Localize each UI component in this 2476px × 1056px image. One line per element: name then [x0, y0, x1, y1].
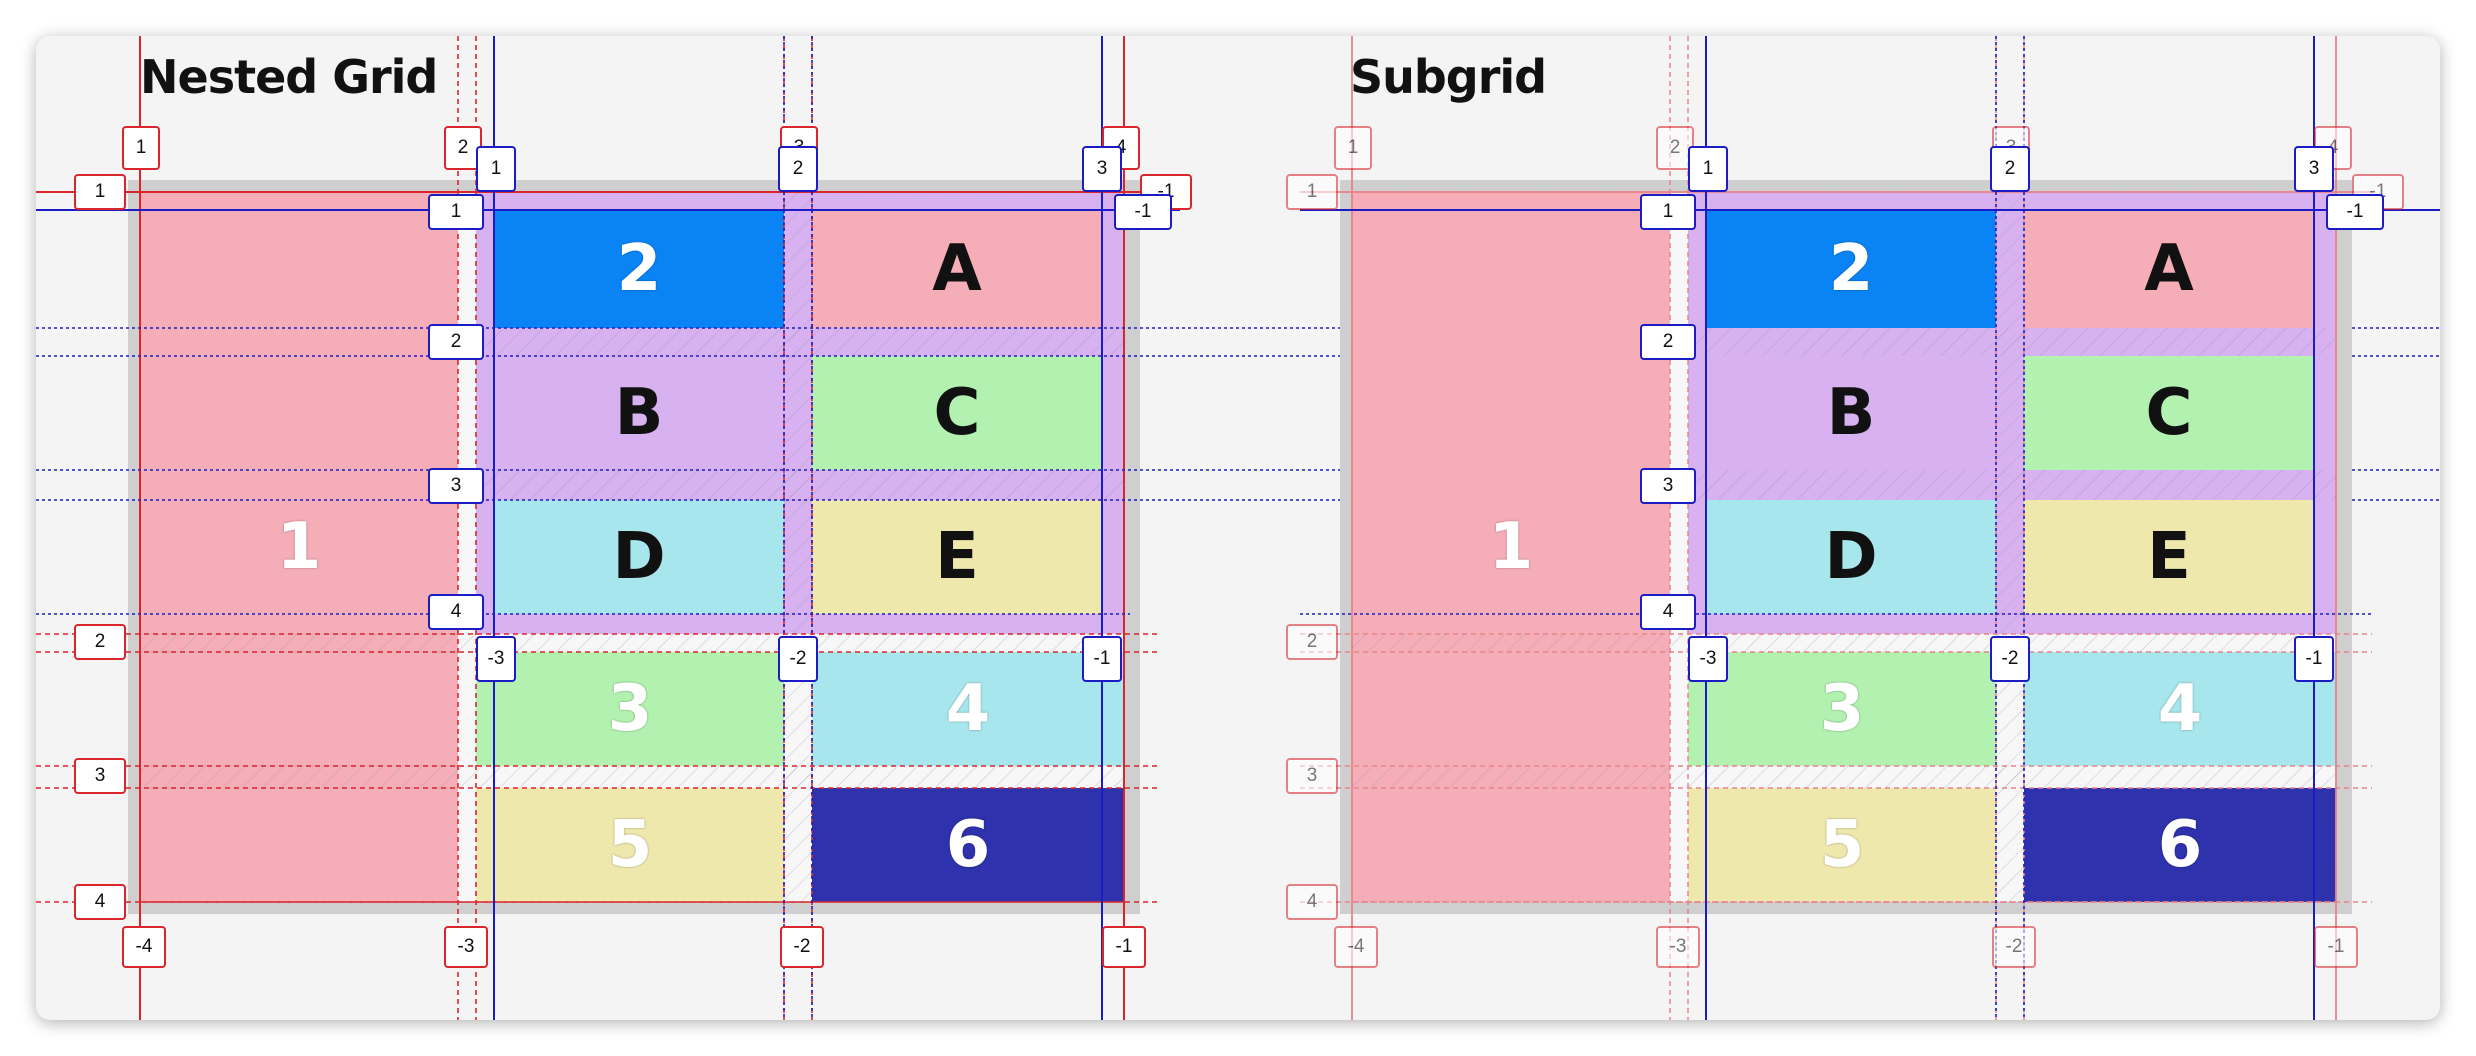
nested-col-line-3: 3	[1082, 146, 1122, 192]
outer-col-line-2: 2	[444, 126, 482, 170]
cell-c: C	[812, 356, 1102, 470]
outer-col-line-neg1: -1	[1102, 926, 1146, 968]
outer-col-line-neg1: -1	[2314, 926, 2358, 968]
subgrid-col-line-2: 2	[1990, 146, 2030, 192]
subgrid-col-line-neg3: -3	[1688, 636, 1728, 682]
cell-a-label: A	[932, 232, 982, 306]
outer-col-line-neg4: -4	[122, 926, 166, 968]
cell-3-label: 3	[1819, 672, 1865, 746]
subgrid-row-line-4: 4	[1640, 594, 1696, 630]
nested-grid-title: Nested Grid	[140, 50, 438, 104]
cell-e: E	[812, 500, 1102, 614]
subgrid-col-line-3: 3	[2294, 146, 2334, 192]
cell-2-label: 2	[1828, 232, 1874, 306]
nested-row-line-2: 2	[428, 324, 484, 360]
outer-col-line-neg3: -3	[1656, 926, 1700, 968]
cell-c: C	[2024, 356, 2314, 470]
cell-3: 3	[1688, 652, 1996, 766]
cell-b: B	[494, 356, 784, 470]
cell-b: B	[1706, 356, 1996, 470]
subgrid-row-line-2: 2	[1640, 324, 1696, 360]
outer-col-line-neg2: -2	[780, 926, 824, 968]
subgrid-col-line-neg2: -2	[1990, 636, 2030, 682]
cell-a-label: A	[2144, 232, 2194, 306]
cell-a: A	[2024, 210, 2314, 328]
cell-5: 5	[476, 788, 784, 902]
subgrid-row-line-3: 3	[1640, 468, 1696, 504]
cell-e-label: E	[935, 520, 979, 594]
cell-c-label: C	[2145, 376, 2193, 450]
cell-4-label: 4	[2157, 672, 2203, 746]
cell-4: 4	[2024, 652, 2336, 766]
nested-col-line-1: 1	[476, 146, 516, 192]
subgrid-title: Subgrid	[1350, 50, 1547, 104]
cell-a: A	[812, 210, 1102, 328]
outer-row-line-1: 1	[1286, 174, 1338, 210]
outer-row-line-4: 4	[74, 884, 126, 920]
cell-b-label: B	[614, 376, 664, 450]
outer-col-line-1: 1	[1334, 126, 1372, 170]
cell-6: 6	[2024, 788, 2336, 902]
subgrid-col-line-neg1: -1	[2294, 636, 2334, 682]
outer-row-line-3: 3	[1286, 758, 1338, 794]
outer-row-line-4: 4	[1286, 884, 1338, 920]
cell-2-label: 2	[616, 232, 662, 306]
cell-3-label: 3	[607, 672, 653, 746]
outer-col-line-neg4: -4	[1334, 926, 1378, 968]
subgrid-col-line-1: 1	[1688, 146, 1728, 192]
subgrid-row-line-neg1: -1	[2326, 194, 2384, 230]
outer-col-line-neg2: -2	[1992, 926, 2036, 968]
cell-e-label: E	[2147, 520, 2191, 594]
cell-4-label: 4	[945, 672, 991, 746]
cell-c-label: C	[933, 376, 981, 450]
nested-row-line-4: 4	[428, 594, 484, 630]
nested-col-line-neg3: -3	[476, 636, 516, 682]
outer-col-line-1: 1	[122, 126, 160, 170]
cell-6: 6	[812, 788, 1124, 902]
outer-row-line-2: 2	[1286, 624, 1338, 660]
nested-row-line-neg1: -1	[1114, 194, 1172, 230]
outer-row-line-1: 1	[74, 174, 126, 210]
cell-e: E	[2024, 500, 2314, 614]
nested-row-line-3: 3	[428, 468, 484, 504]
cell-d-label: D	[612, 520, 666, 594]
cell-4: 4	[812, 652, 1124, 766]
nested-col-line-2: 2	[778, 146, 818, 192]
cell-6-label: 6	[2157, 808, 2203, 882]
cell-b-label: B	[1826, 376, 1876, 450]
cell-d-label: D	[1824, 520, 1878, 594]
cell-2: 2	[494, 210, 784, 328]
cell-5-label: 5	[607, 808, 653, 882]
outer-row-line-3: 3	[74, 758, 126, 794]
nested-col-line-neg1: -1	[1082, 636, 1122, 682]
nested-row-line-1: 1	[428, 194, 484, 230]
cell-d: D	[494, 500, 784, 614]
cell-5: 5	[1688, 788, 1996, 902]
outer-col-line-neg3: -3	[444, 926, 488, 968]
subgrid-row-line-1: 1	[1640, 194, 1696, 230]
cell-6-label: 6	[945, 808, 991, 882]
outer-row-line-2: 2	[74, 624, 126, 660]
cell-3: 3	[476, 652, 784, 766]
cell-d: D	[1706, 500, 1996, 614]
cell-1-label: 1	[1488, 510, 1534, 584]
nested-col-line-neg2: -2	[778, 636, 818, 682]
cell-5-label: 5	[1819, 808, 1865, 882]
cell-1-label: 1	[276, 510, 322, 584]
cell-2: 2	[1706, 210, 1996, 328]
